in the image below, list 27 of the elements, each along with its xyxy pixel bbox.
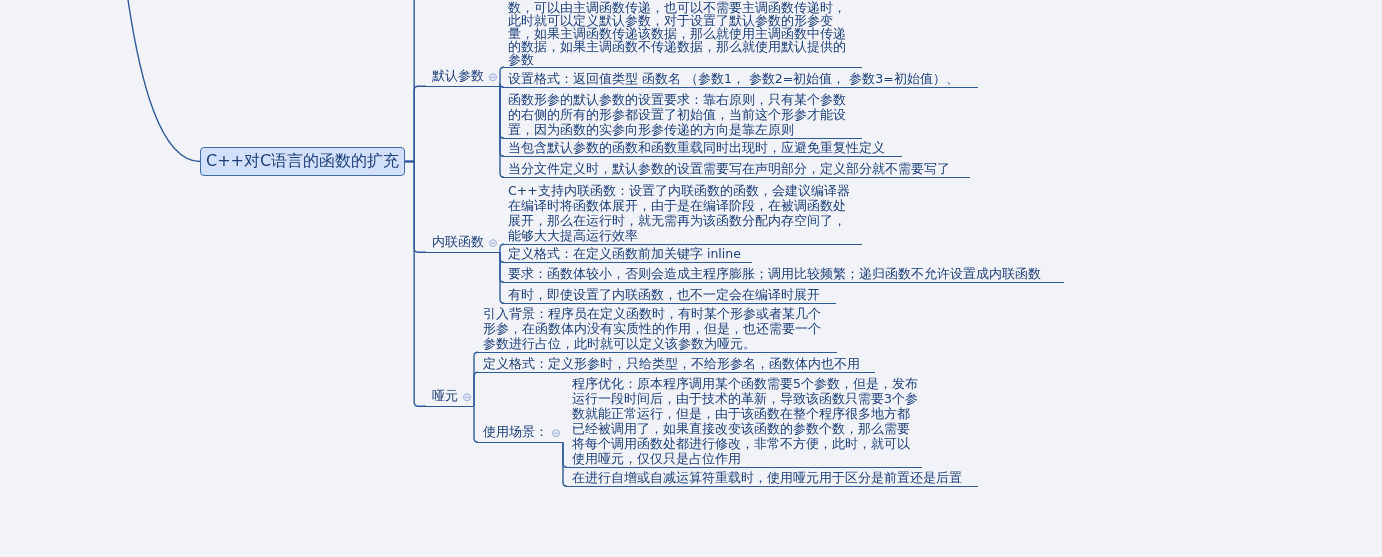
branch-line	[473, 405, 479, 443]
leaf-text: 当包含默认参数的函数和函数重载同时出现时，应避免重复性定义	[502, 140, 902, 157]
topic-label: 默认参数	[426, 67, 500, 87]
topic-label: 使用场景：	[477, 423, 563, 443]
leaf-text: 在进行自增或自减运算符重载时，使用哑元用于区分是前置还是后置	[566, 470, 978, 487]
branch-line	[499, 82, 505, 88]
leaf-text: 当分文件定义时，默认参数的设置需要写在声明部分，定义部分就不需要写了	[502, 161, 970, 178]
leaf-text: 有时，即使设置了内联函数，也不一定会在编译时展开	[502, 287, 836, 304]
topic-label: 内联函数	[426, 233, 500, 253]
branch-line	[127, 0, 201, 163]
branch-line	[499, 85, 505, 178]
topic-label: 哑元	[426, 387, 474, 407]
leaf-text: 定义格式：定义形参时，只给类型，不给形参名，函数体内也不用	[477, 356, 875, 373]
leaf-text: C++支持内联函数：设置了内联函数的函数，会建议编译器在编译时将函数体展开，由于是在编译阶段，在被调函数处展开，那么在运行时，就无需再为该函数分配内存空间了，能够大大提高运行效率	[502, 183, 862, 245]
leaf-text: 数，可以由主调函数传递，也可以不需要主调函数传递时，此时就可以定义默认参数，对于设置了默认参数的形参变量，如果主调函数传递该数据，那么就使用主调函数中传递的数据，如果主调函数不传递数据，那么就使用默认提供的参数	[502, 1, 862, 68]
branch-line	[499, 243, 505, 253]
branch-line	[473, 371, 479, 407]
leaf-text: 引入背景：程序员在定义函数时，有时某个形参或者某几个形参，在函数体内没有实质性的作用，但是，也还需要一个参数进行占位，此时就可以定义该参数为哑元。	[477, 306, 837, 353]
leaf-text: 定义格式：在定义函数前加关键字 inline	[502, 246, 752, 263]
branch-line	[499, 251, 505, 304]
leaf-text: 程序优化：原本程序调用某个函数需要5个参数，但是，发布运行一段时间后，由于技术的革新，导致该函数只需要3个参数就能正常运行，但是，由于该函数在整个程序很多地方都已经被调用了，如果直接改变该函数的参数个数，那么需要将每个调用函数处都进行修改，非常不方便，此时，就可以使用哑元，仅仅只是占位作用	[566, 376, 922, 468]
leaf-text: 设置格式：返回值类型 函数名 （参数1， 参数2=初始值， 参数3=初始值）、	[502, 71, 978, 88]
branch-line	[562, 441, 568, 487]
leaf-text: 要求：函数体较小，否则会造成主程序膨胀；调用比较频繁；递归函数不允许设置成内联函数	[502, 266, 1064, 283]
branch-line	[404, 160, 427, 407]
leaf-text: 函数形参的默认参数的设置要求：靠右原则，只有某个参数的右侧的所有的形参都设置了初始值，当前这个形参才能设置，因为函数的实参向形参传递的方向是靠左原则	[502, 92, 862, 139]
central-topic-box: C++对C语言的函数的扩充	[200, 147, 406, 176]
